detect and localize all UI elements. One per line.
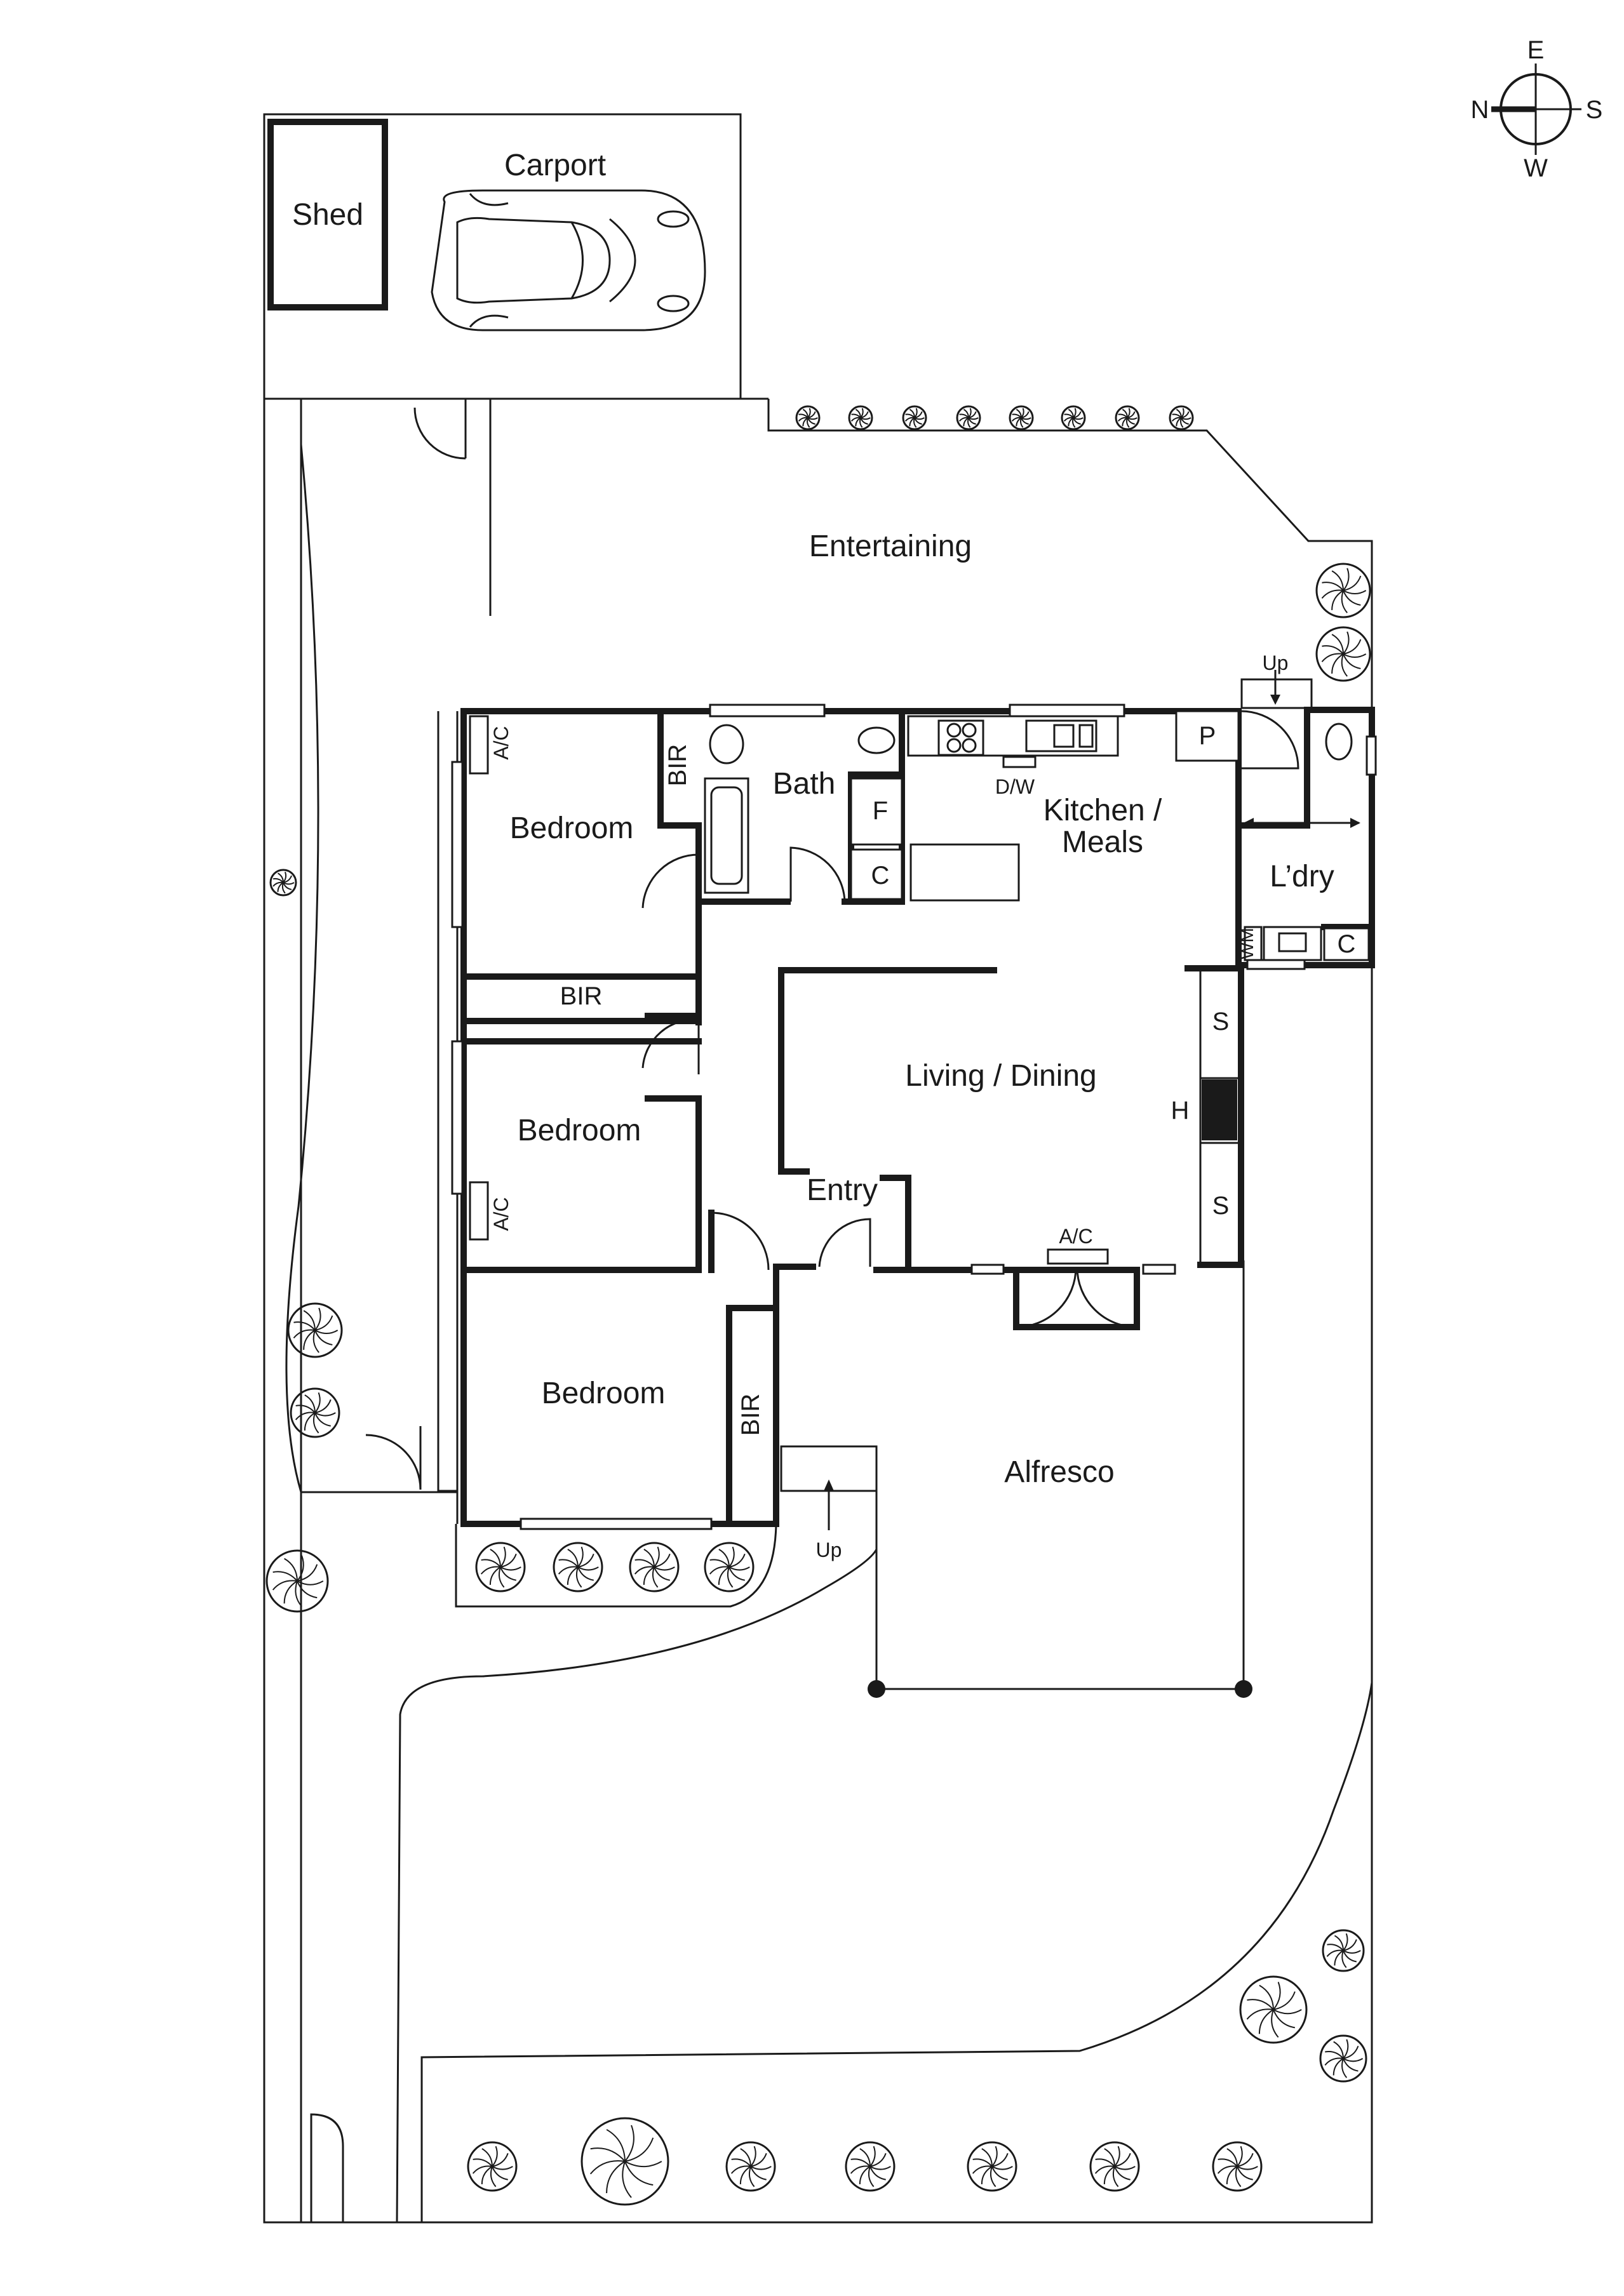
- post-left: [868, 1680, 885, 1698]
- cupboard-label-2: C: [1338, 930, 1356, 958]
- bedroom-label-3: Bedroom: [542, 1377, 666, 1410]
- shrub-icon: [269, 869, 297, 897]
- up-label-1: Up: [816, 1538, 842, 1561]
- lawn-curve: [420, 1682, 1373, 2222]
- compass-s: S: [1586, 96, 1603, 124]
- driveway-curve: [396, 1549, 878, 2223]
- car-icon: [431, 189, 706, 331]
- heater-label: H: [1171, 1097, 1190, 1125]
- shrub-icon: [1315, 563, 1371, 618]
- site-boundary: Up Up Entertaining Alfresco: [263, 397, 1373, 2224]
- cupboard-label-1: C: [871, 862, 890, 890]
- shrub-icon: [1212, 2141, 1263, 2192]
- landscaping: [265, 405, 1371, 2206]
- shrub-icon: [725, 2141, 776, 2192]
- shrub-icon: [553, 1542, 603, 1592]
- shrub-icon: [629, 1542, 680, 1592]
- laundry-label: L’dry: [1270, 860, 1334, 893]
- planter-bed: [455, 1523, 777, 1608]
- gate-top: [413, 399, 467, 460]
- ac-label-2: A/C: [490, 1197, 513, 1231]
- dishwasher-label: D/W: [995, 775, 1035, 798]
- bir-label-2: BIR: [560, 982, 603, 1010]
- shrub-icon: [1089, 2141, 1140, 2192]
- garden-curve-left: [285, 444, 319, 1493]
- house-walls: [460, 707, 1375, 1527]
- shrub-icon: [967, 2141, 1017, 2192]
- shrub-icon: [1115, 405, 1140, 431]
- compass-rose: E N S W: [1471, 36, 1603, 182]
- entertaining-label: Entertaining: [809, 530, 972, 563]
- gate-side: [365, 1426, 422, 1490]
- up-label-2: Up: [1263, 651, 1289, 674]
- storage-label-1: S: [1212, 1008, 1230, 1036]
- bath-label: Bath: [773, 767, 836, 801]
- bedroom-label-1: Bedroom: [510, 811, 634, 845]
- post-right: [1235, 1680, 1252, 1698]
- pantry-label: P: [1199, 722, 1216, 750]
- up-arrow-head-2: [1270, 695, 1280, 705]
- shrub-icon: [1319, 2034, 1367, 2083]
- shrub-icon: [956, 405, 981, 431]
- shrub-icon: [1239, 1975, 1308, 2044]
- carport-area: Shed Carport: [263, 113, 742, 400]
- shrub-icon: [848, 405, 873, 431]
- carport-label: Carport: [504, 149, 606, 182]
- wm-label: WM: [1237, 928, 1257, 959]
- living-label: Living / Dining: [905, 1059, 1097, 1093]
- shrub-icon: [580, 2117, 669, 2206]
- shrub-icon: [1322, 1929, 1365, 1972]
- ac-label-3: A/C: [1059, 1225, 1092, 1248]
- up-arrow-head-1: [824, 1479, 834, 1491]
- compass-w: W: [1524, 154, 1548, 182]
- entry-label: Entry: [807, 1173, 878, 1207]
- shrub-icon: [1315, 626, 1371, 682]
- laundry-step: [1240, 678, 1313, 709]
- shrub-icon: [845, 2141, 896, 2192]
- carport-outline: [263, 113, 742, 400]
- bir-label-3: BIR: [737, 1394, 765, 1436]
- shrub-icon: [1009, 405, 1034, 431]
- shrub-icon: [1061, 405, 1086, 431]
- shrub-icon: [475, 1542, 526, 1592]
- shrub-icon: [902, 405, 927, 431]
- kitchen-label-1: Kitchen /: [1044, 794, 1162, 827]
- compass-e: E: [1527, 36, 1545, 64]
- side-wall-line: [437, 711, 457, 1492]
- ac-label-1: A/C: [490, 726, 513, 759]
- shrub-icon: [290, 1387, 340, 1438]
- shrub-icon: [287, 1302, 343, 1358]
- compass-n: N: [1471, 96, 1489, 124]
- room-labels: Bedroom Bedroom Bedroom Bath Kitchen / M…: [510, 767, 1334, 1410]
- alfresco-label: Alfresco: [1004, 1455, 1114, 1489]
- shrub-icon: [467, 2141, 518, 2192]
- shrub-icon: [1169, 405, 1194, 431]
- bedroom-label-2: Bedroom: [518, 1114, 641, 1147]
- bir-label-1: BIR: [664, 744, 692, 787]
- storage-label-2: S: [1212, 1192, 1230, 1220]
- fridge-label: F: [873, 797, 888, 825]
- gate-bottom: [310, 2113, 344, 2222]
- kitchen-label-2: Meals: [1062, 825, 1143, 859]
- shed-label: Shed: [292, 198, 363, 232]
- shrub-icon: [265, 1549, 329, 1613]
- house-fixtures: A/C A/C A/C BIR BIR BIR F C P D/W: [451, 704, 1377, 1530]
- shed-outline: [267, 119, 388, 310]
- shrub-icon: [704, 1542, 755, 1592]
- shrub-icon: [795, 405, 821, 431]
